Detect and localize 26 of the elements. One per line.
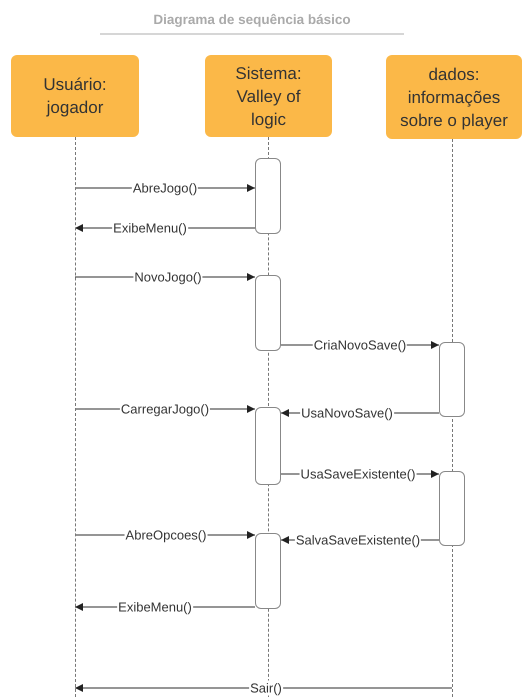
message-label: AbreJogo() xyxy=(132,180,198,196)
message-label: ExibeMenu() xyxy=(117,600,193,614)
message-label: NovoJogo() xyxy=(133,270,203,284)
participant-label: dados: informações sobre o player xyxy=(400,64,508,132)
message-label: CarregarJogo() xyxy=(120,402,210,416)
message-label: ExibeMenu() xyxy=(112,220,188,236)
activation-bar xyxy=(255,158,281,234)
activation-bar xyxy=(439,342,465,417)
activation-bar xyxy=(255,407,281,485)
participant-box xyxy=(386,55,522,139)
message-label: Sair() xyxy=(249,680,283,696)
message-arrow xyxy=(75,684,452,692)
activation-bar xyxy=(439,471,465,546)
participant-box xyxy=(11,55,139,137)
message-label: CriaNovoSave() xyxy=(312,338,408,352)
activation-bar xyxy=(255,533,281,609)
participant-label: Sistema: Valley of logic xyxy=(234,62,303,130)
message-label: SalvaSaveExistente() xyxy=(294,532,422,548)
message-label: UsaNovoSave() xyxy=(300,406,394,420)
lifeline xyxy=(75,137,76,697)
participant-label: Usuário: jogador xyxy=(42,74,108,119)
participant-box xyxy=(205,55,332,137)
message-label: UsaSaveExistente() xyxy=(300,466,416,482)
activation-bar xyxy=(255,275,281,351)
message-label: AbreOpcoes() xyxy=(124,528,208,542)
diagram-title: Diagrama de sequência básico xyxy=(152,12,352,27)
